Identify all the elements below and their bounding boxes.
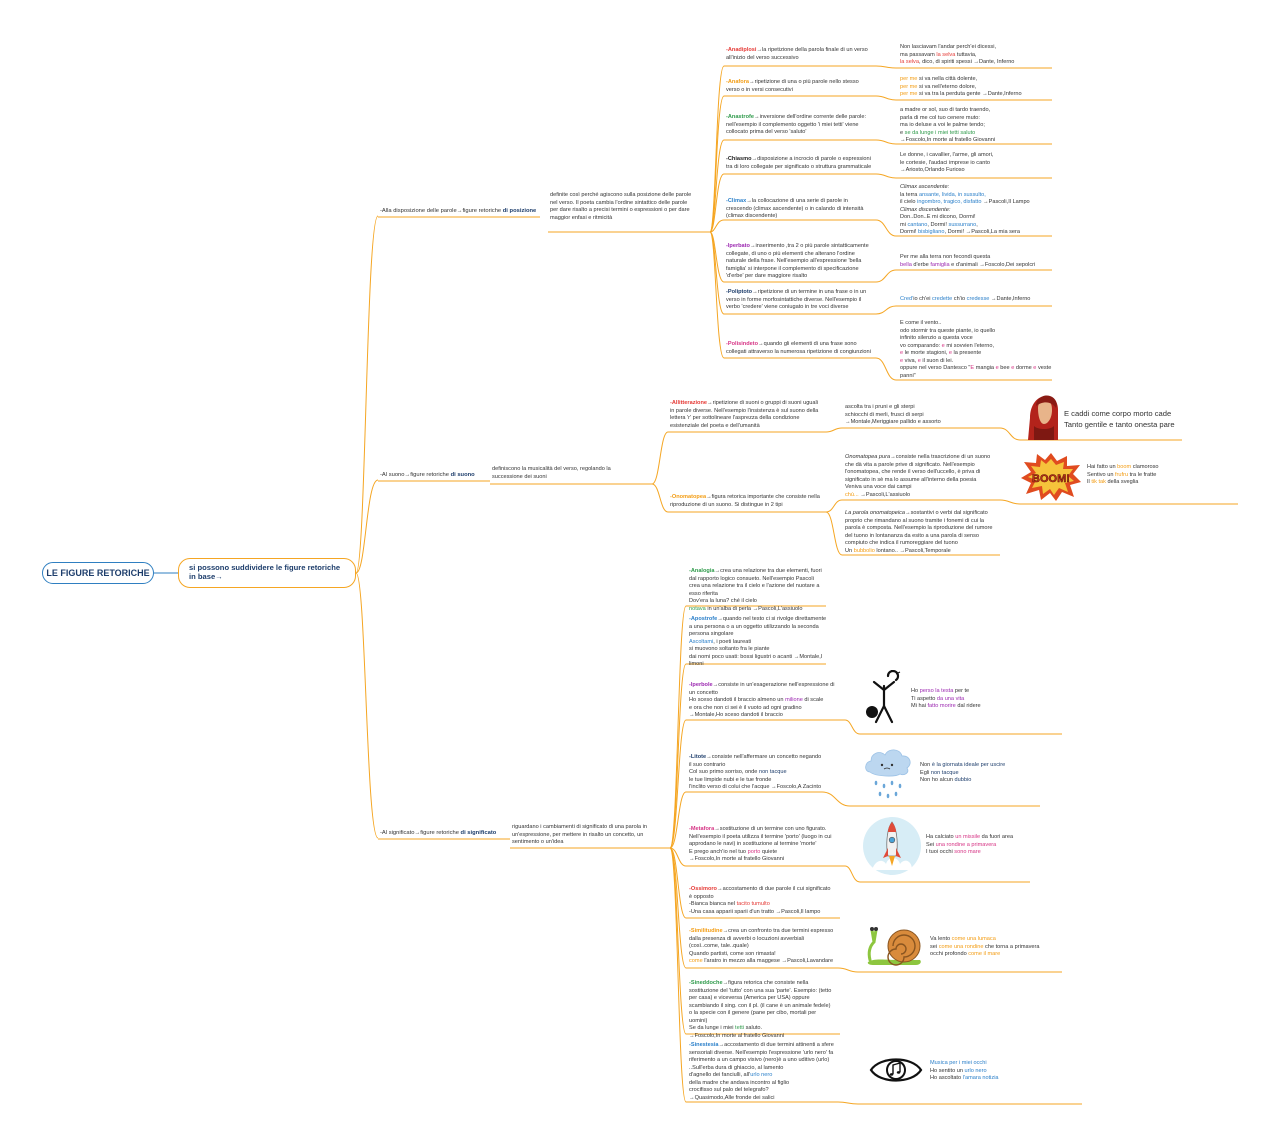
litote-examples: Non è la giornata ideale per uscire Egli… — [920, 762, 1006, 784]
example-chiasmo: Le donne, i cavallier, l'arme, gli amori… — [900, 152, 994, 174]
figure-analogia[interactable]: -Analogia→crea una relazione tra due ele… — [689, 568, 822, 612]
term: -Anafora — [726, 79, 749, 85]
metafora-examples: Ha calciato un missile da fuori area Sei… — [926, 834, 1014, 856]
category-bold: di suono — [450, 472, 475, 478]
term: -Climax — [726, 198, 747, 204]
example-anafora: per me si va nella città dolente, per me… — [900, 76, 1022, 98]
figure-allitterazione[interactable]: -Allitterazione→ripetizione di suoni o g… — [670, 400, 820, 430]
onomatopea-examples: Hai fatto un boom clamoroso Sentivo un f… — [1087, 464, 1159, 486]
category-bold: di posizione — [502, 208, 537, 214]
figure-poliptoto[interactable]: -Poliptoto→ripetizione di un termine in … — [726, 289, 872, 312]
snail-icon — [867, 927, 921, 966]
rocket-icon — [863, 817, 921, 875]
category-suono[interactable]: -Al suono→figure retoriche di suono — [380, 472, 475, 478]
figure-iperbole[interactable]: -Iperbole→consiste in un'esagerazione ne… — [689, 682, 835, 719]
allitterazione-big-example: E caddi come corpo morto cade Tanto gent… — [1064, 409, 1175, 430]
example-allitterazione: ascolta tra i pruni e gli sterpi schiocc… — [845, 404, 941, 426]
figure-anafora[interactable]: -Anafora→ripetizione di una o più parole… — [726, 79, 872, 94]
term: -Polisindeto — [726, 341, 759, 347]
figure-anadiplosi[interactable]: -Anadiplosi→la ripetizione della parola … — [726, 47, 872, 62]
desc: →ripetizione di una o più parole nello s… — [726, 79, 859, 93]
category-label: -Al significato→figure retoriche — [380, 830, 461, 836]
example-anadiplosi: Non lasciavam l'andar perch'ei dicessi, … — [900, 44, 1050, 67]
term: -Anastrofe — [726, 114, 754, 120]
figure-metafora[interactable]: -Metafora→sostituzione di un termine con… — [689, 826, 832, 863]
dante-portrait-icon — [1028, 395, 1058, 440]
figure-onomatopea[interactable]: -Onomatopea→figura retorica importante c… — [670, 494, 820, 509]
term: -Onomatopea — [670, 494, 707, 500]
term: -Anadiplosi — [726, 47, 757, 53]
boom-bubble-icon: BOOM! — [1021, 453, 1081, 501]
desc: →quando gli elementi di una frase sono c… — [726, 341, 871, 355]
desc: →la collocazione di una serie di parole … — [726, 198, 864, 220]
eye-music-icon — [869, 1058, 923, 1082]
category-bold: di significato — [460, 830, 497, 836]
category-desc-posizione: definite così perché agiscono sulla posi… — [550, 192, 692, 221]
root-node[interactable]: LE FIGURE RETORICHE — [42, 562, 154, 584]
figure-litote[interactable]: -Litote→consiste nell'affermare un conce… — [689, 754, 822, 791]
term: -Iperbato — [726, 243, 750, 249]
term: -Poliptoto — [726, 289, 753, 295]
desc: →la ripetizione della parola finale di u… — [726, 47, 868, 61]
desc: →ripetizione di suoni o gruppi di suoni … — [670, 400, 819, 429]
category-significato[interactable]: -Al significato→figure retoriche di sign… — [380, 830, 496, 836]
figure-sinestesia[interactable]: -Sinestesia→accostamento di due termini … — [689, 1042, 834, 1101]
onomatopea-parola: La parola onomatopeica→sostantivi o verb… — [845, 510, 993, 554]
example-climax: Climax ascendente: la terra ansante, liv… — [900, 184, 1030, 236]
onomatopea-pura: Onomatopea pura→consiste nella trascrizi… — [845, 454, 991, 498]
figure-chiasmo[interactable]: -Chiasmo→disposizione a incrocio di paro… — [726, 156, 872, 171]
figure-similitudine[interactable]: -Similitudine→crea un confronto tra due … — [689, 928, 834, 965]
figure-iperbato[interactable]: -Iperbato→inserimento ,tra 2 o più parol… — [726, 243, 872, 281]
cloud-rain-icon — [865, 749, 911, 799]
svg-text:BOOM!: BOOM! — [1032, 473, 1070, 485]
main-node[interactable]: si possono suddividere le figure retoric… — [178, 558, 356, 588]
ex-line: Non lasciavam l'andar perch'ei dicessi, — [900, 44, 997, 50]
example-poliptoto: Cred'io ch'ei credette ch'io credesse →D… — [900, 296, 1031, 302]
desc: →ripetizione di un termine in una frase … — [726, 289, 867, 311]
figure-sineddoche[interactable]: -Sineddoche→figura retorica che consiste… — [689, 980, 832, 1039]
desc: →disposizione a incrocio di parole o esp… — [726, 156, 872, 170]
category-posizione[interactable]: -Alla disposizione delle parole→figure r… — [380, 208, 536, 214]
desc: →inserimento ,tra 2 o più parole sintatt… — [726, 243, 869, 280]
example-polisindeto: E come il vento.. odo stormir tra queste… — [900, 320, 1052, 379]
stick-figure-icon — [866, 670, 901, 724]
sinestesia-examples: Musica per i miei occhi Ho sentito un ur… — [930, 1060, 999, 1082]
desc: →inversione dell'ordine corrente delle p… — [726, 114, 867, 136]
desc: →figura retorica importante che consiste… — [670, 494, 820, 508]
similitudine-examples: Va lento come una lumaca sei come una ro… — [930, 936, 1040, 958]
category-desc-suono: definiscono la musicalità del verso, reg… — [492, 466, 611, 480]
term: -Allitterazione — [670, 400, 707, 406]
term: -Chiasmo — [726, 156, 752, 162]
figure-polisindeto[interactable]: -Polisindeto→quando gli elementi di una … — [726, 341, 872, 356]
category-desc-significato: riguardano i cambiamenti di significato … — [512, 824, 647, 846]
figure-ossimoro[interactable]: -Ossimoro→accostamento di due parole il … — [689, 886, 831, 915]
example-iperbato: Per me alla terra non fecondi questa bel… — [900, 254, 1036, 268]
example-anastrofe: a madre or sol, suo di tardo traendo, pa… — [900, 107, 996, 144]
figure-anastrofe[interactable]: -Anastrofe→inversione dell'ordine corren… — [726, 114, 872, 137]
figure-apostrofe[interactable]: -Apostrofe→quando nel testo ci si rivolg… — [689, 616, 827, 668]
category-label: -Al suono→figure retoriche — [380, 472, 451, 478]
ex-line: la selva, dico, di spiriti spessi →Dante… — [900, 59, 1015, 66]
ex-line: ma passavam la selva tuttavia, — [900, 51, 977, 58]
category-label: -Alla disposizione delle parole→figure r… — [380, 208, 503, 214]
iperbole-examples: Ho perso la testa per te Ti aspetto da u… — [911, 688, 981, 710]
figure-climax[interactable]: -Climax→la collocazione di una serie di … — [726, 198, 872, 221]
